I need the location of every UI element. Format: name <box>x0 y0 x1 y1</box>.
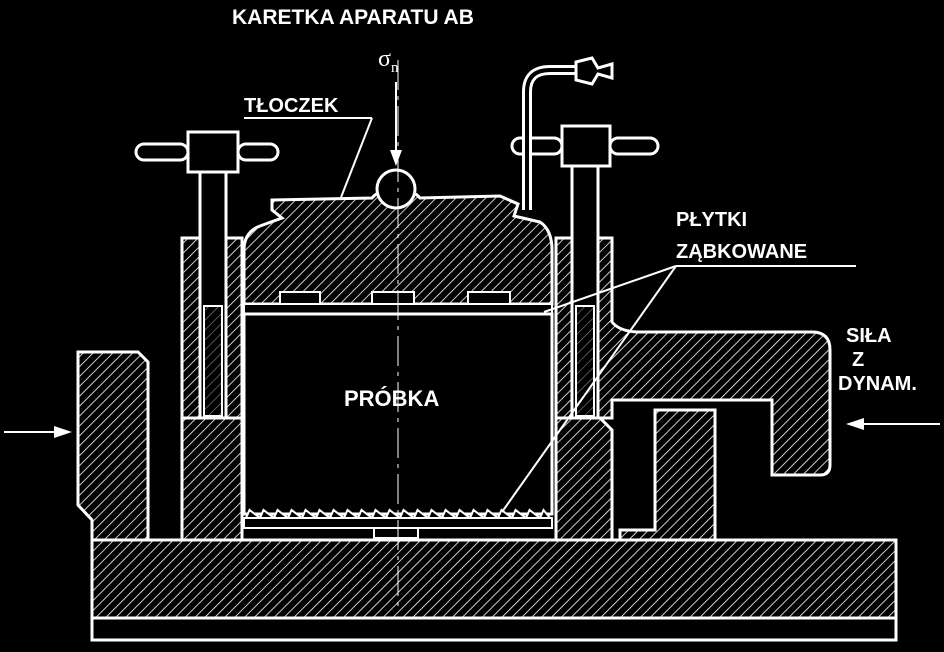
carriage-arm <box>554 236 832 477</box>
left-screw <box>134 130 280 420</box>
base-plate <box>90 538 898 642</box>
sigma-letter: σ <box>378 46 391 72</box>
force-label-line2: Z <box>852 349 864 371</box>
dynamometer-force-arrow <box>846 418 940 430</box>
diagram-title: KARETKA APARATU AB <box>232 6 474 29</box>
plates-leader-upper <box>543 265 677 313</box>
plates-label-line2: ZĄBKOWANE <box>676 241 807 263</box>
reaction-arrow <box>4 426 72 438</box>
right-screw <box>510 124 660 420</box>
force-label-line1: SIŁA <box>846 325 892 347</box>
piston-slots <box>279 291 511 305</box>
plates-leader-lower <box>501 265 677 513</box>
sigma-symbol: σn <box>378 46 399 76</box>
piston-label: TŁOCZEK <box>244 95 339 117</box>
sigma-subscript: n <box>391 60 399 76</box>
plates-label-line1: PŁYTKI <box>676 209 747 231</box>
force-label-line3: DYNAM. <box>838 373 917 395</box>
right-frame <box>618 408 717 542</box>
drain-tube <box>522 56 614 210</box>
lower-box-left-wall <box>180 416 244 542</box>
lower-box-right-wall <box>554 411 614 542</box>
piston-leader <box>339 117 373 201</box>
left-frame <box>76 350 150 542</box>
sample-label: PRÓBKA <box>344 386 439 411</box>
normal-stress-arrow <box>390 82 402 166</box>
loading-ball <box>375 168 417 210</box>
